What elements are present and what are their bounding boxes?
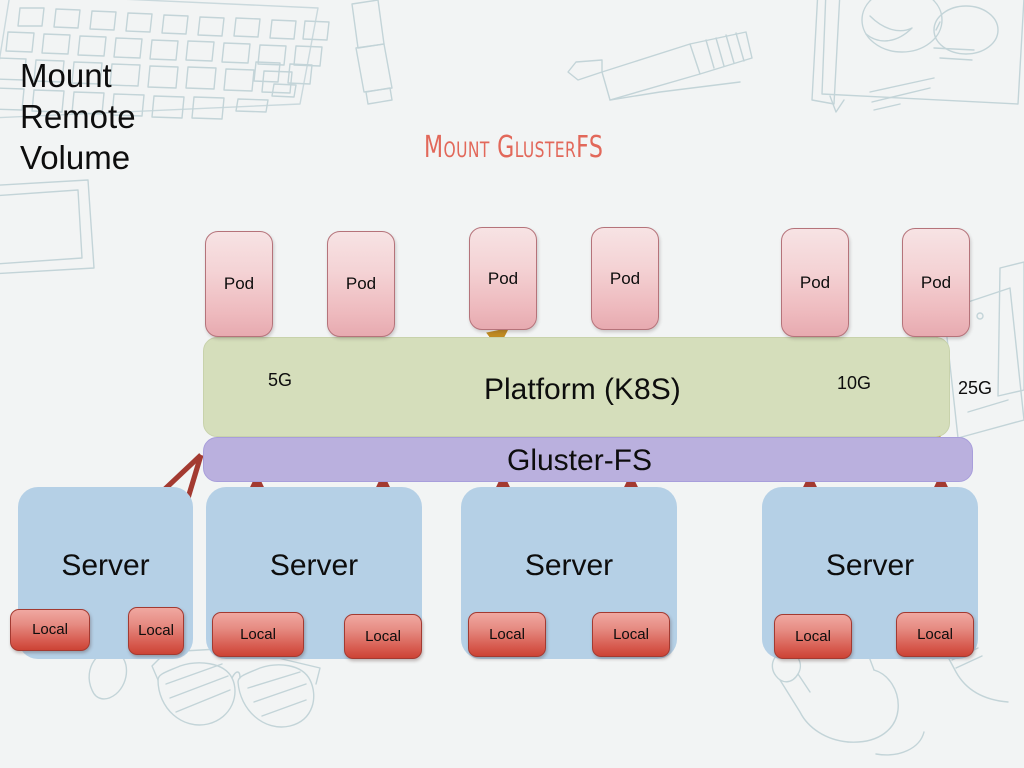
local-storage-label: Local (32, 621, 68, 638)
server-label: Server (61, 549, 150, 582)
pod-label: Pod (609, 268, 641, 288)
gluster-fs-band[interactable]: Gluster-FS (203, 437, 973, 482)
local-storage-box-s2-1[interactable]: Local (212, 612, 304, 657)
platform-band-label: Platform (K8S) (484, 373, 681, 406)
local-storage-label: Local (613, 625, 649, 643)
local-storage-label: Local (365, 627, 401, 645)
pod-label: Pod (345, 274, 377, 293)
page-title: Mount Remote Volume (20, 57, 136, 176)
pod-label: Pod (799, 272, 831, 292)
server-label: Server (825, 549, 915, 582)
platform-band[interactable]: Platform (K8S) (203, 337, 950, 437)
local-storage-box-s1-1[interactable]: Local (10, 609, 90, 651)
local-storage-box-s2-2[interactable]: Local (344, 614, 422, 659)
local-storage-label: Local (138, 622, 174, 639)
pod-label: Pod (487, 268, 519, 288)
local-storage-box-s4-1[interactable]: Local (774, 614, 852, 659)
deck-title: Mount GlusterFS (424, 130, 604, 165)
pod-box-5[interactable]: Pod (781, 228, 849, 337)
pod-label: Pod (223, 274, 255, 293)
pod-box-1[interactable]: Pod (205, 231, 273, 337)
pod-box-6[interactable]: Pod (902, 228, 970, 337)
pod-box-4[interactable]: Pod (591, 227, 659, 330)
bandwidth-label-25g: 25G (958, 378, 993, 398)
bandwidth-label-10g: 10G (837, 373, 872, 393)
pod-box-3[interactable]: Pod (469, 227, 537, 330)
local-storage-label: Local (489, 625, 525, 643)
server-label: Server (524, 549, 614, 582)
server-label: Server (269, 549, 359, 582)
local-storage-box-s4-2[interactable]: Local (896, 612, 974, 657)
pod-box-2[interactable]: Pod (327, 231, 395, 337)
local-storage-box-s3-1[interactable]: Local (468, 612, 546, 657)
local-storage-box-s3-2[interactable]: Local (592, 612, 670, 657)
bandwidth-label-5g: 5G (268, 370, 293, 390)
pod-label: Pod (920, 272, 952, 292)
gluster-fs-band-label: Gluster-FS (507, 444, 653, 477)
local-storage-label: Local (917, 625, 953, 643)
local-storage-box-s1-2[interactable]: Local (128, 607, 184, 655)
local-storage-label: Local (795, 627, 831, 645)
local-storage-label: Local (240, 625, 276, 643)
